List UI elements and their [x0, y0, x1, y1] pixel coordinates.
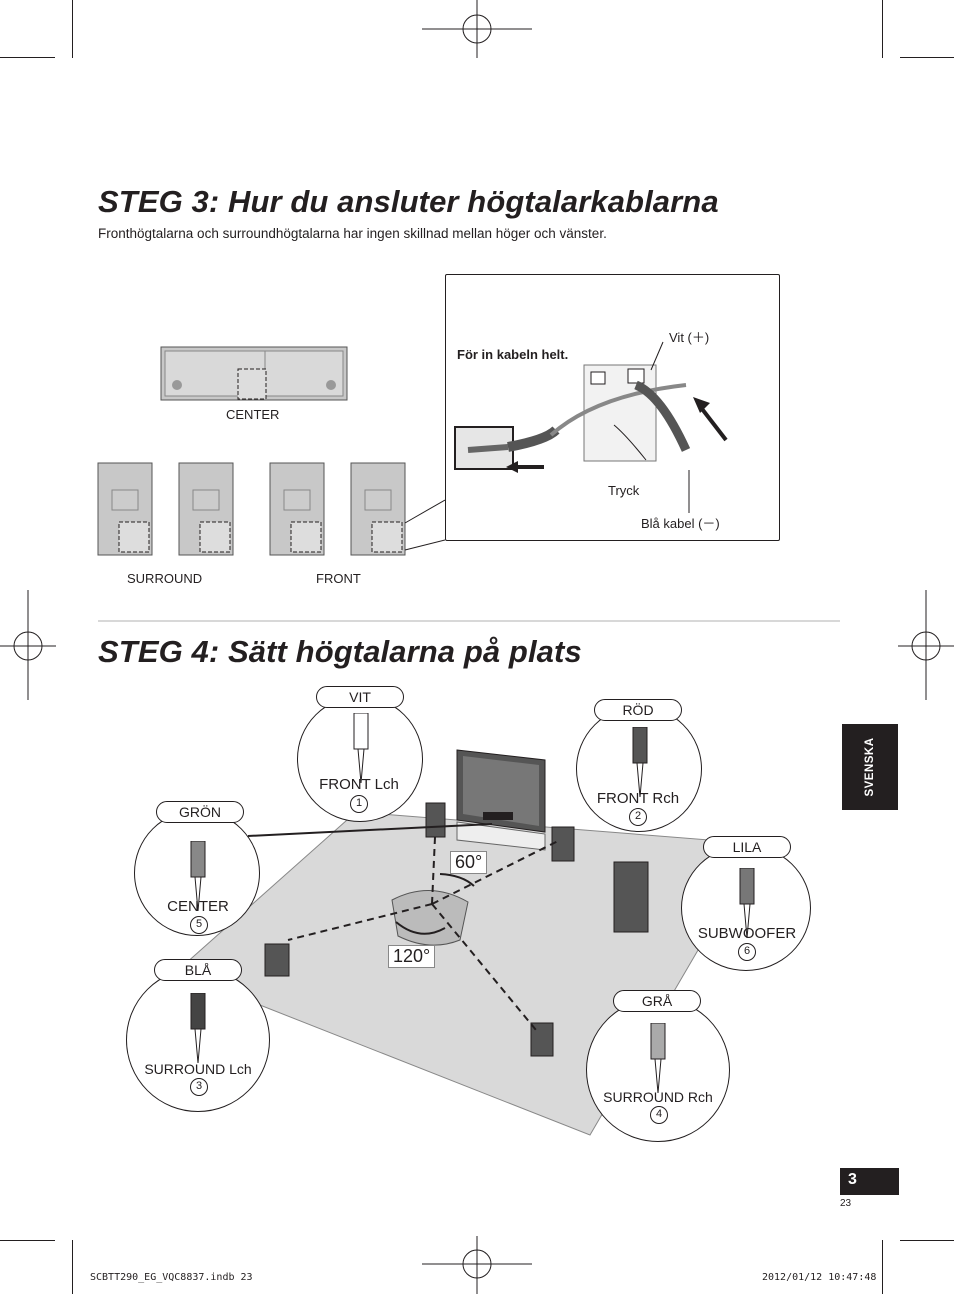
front-left-color-tag: VIT [316, 686, 404, 708]
surround-right-name: SURROUND Rch [603, 1089, 713, 1105]
surround-left-name: SURROUND Lch [144, 1061, 252, 1077]
insert-instruction: För in kabeln helt. [457, 347, 569, 362]
subwoofer-callout [681, 845, 811, 971]
surround-left-rear [97, 462, 153, 556]
cable-plug-icon [632, 727, 648, 797]
subwoofer-number: 6 [738, 943, 756, 961]
front-right-number: 2 [629, 808, 647, 826]
section-divider [98, 620, 840, 622]
surround-left-color-tag: BLÅ [154, 959, 242, 981]
subwoofer-color-tag: LILA [703, 836, 791, 858]
angle-120-label: 120° [388, 945, 436, 968]
footer-timestamp: 2012/01/12 10:47:48 [762, 1272, 877, 1283]
front-left-name: FRONT Lch [319, 776, 399, 793]
white-plus-label: Vit (＋) [669, 330, 710, 345]
step3-title: STEG 3: Hur du ansluter högtalarkablarna [98, 184, 719, 219]
surround-left-number: 3 [190, 1078, 208, 1096]
cable-plug-icon [739, 868, 755, 938]
front-right-name: FRONT Rch [596, 790, 680, 807]
surround-label: SURROUND [127, 571, 203, 586]
front-left-rear [269, 462, 325, 556]
speaker-rear-illustrations [97, 346, 445, 556]
front-right-rear [350, 462, 406, 556]
front-left-number: 1 [350, 795, 368, 813]
center-name: CENTER [167, 898, 229, 915]
cable-plug-icon [650, 1023, 666, 1093]
center-speaker-rear [160, 346, 348, 401]
cable-plug-icon [190, 841, 206, 911]
language-tab: SVENSKA [842, 724, 898, 810]
center-color-tag: GRÖN [156, 801, 244, 823]
cable-plug-icon [353, 713, 369, 783]
cable-plug-icon [190, 993, 206, 1063]
page-number-badge: 3 [840, 1168, 899, 1195]
press-label: Tryck [608, 483, 640, 498]
surround-right-number: 4 [650, 1106, 668, 1124]
front-label: FRONT [316, 571, 361, 586]
footer-filename: SCBTT290_EG_VQC8837.indb 23 [90, 1272, 253, 1283]
center-label: CENTER [226, 407, 280, 422]
surround-right-rear [178, 462, 234, 556]
step4-title: STEG 4: Sätt högtalarna på plats [98, 634, 582, 669]
step3-subtitle: Fronthögtalarna och surroundhögtalarna h… [98, 226, 607, 241]
tv-illustration [456, 749, 546, 851]
subwoofer-name: SUBWOOFER [697, 925, 797, 942]
center-number: 5 [190, 916, 208, 934]
page-number-small: 23 [840, 1198, 852, 1209]
cable-insert-inset: För in kabeln helt. Vit (＋) Tryck Blå ka… [445, 274, 780, 541]
surround-right-color-tag: GRÅ [613, 990, 701, 1012]
angle-60-label: 60° [450, 851, 488, 874]
center-callout [134, 810, 260, 936]
blue-minus-label: Blå kabel (－) [641, 516, 720, 531]
cable-insert-illustration [454, 341, 728, 513]
front-right-color-tag: RÖD [594, 699, 682, 721]
